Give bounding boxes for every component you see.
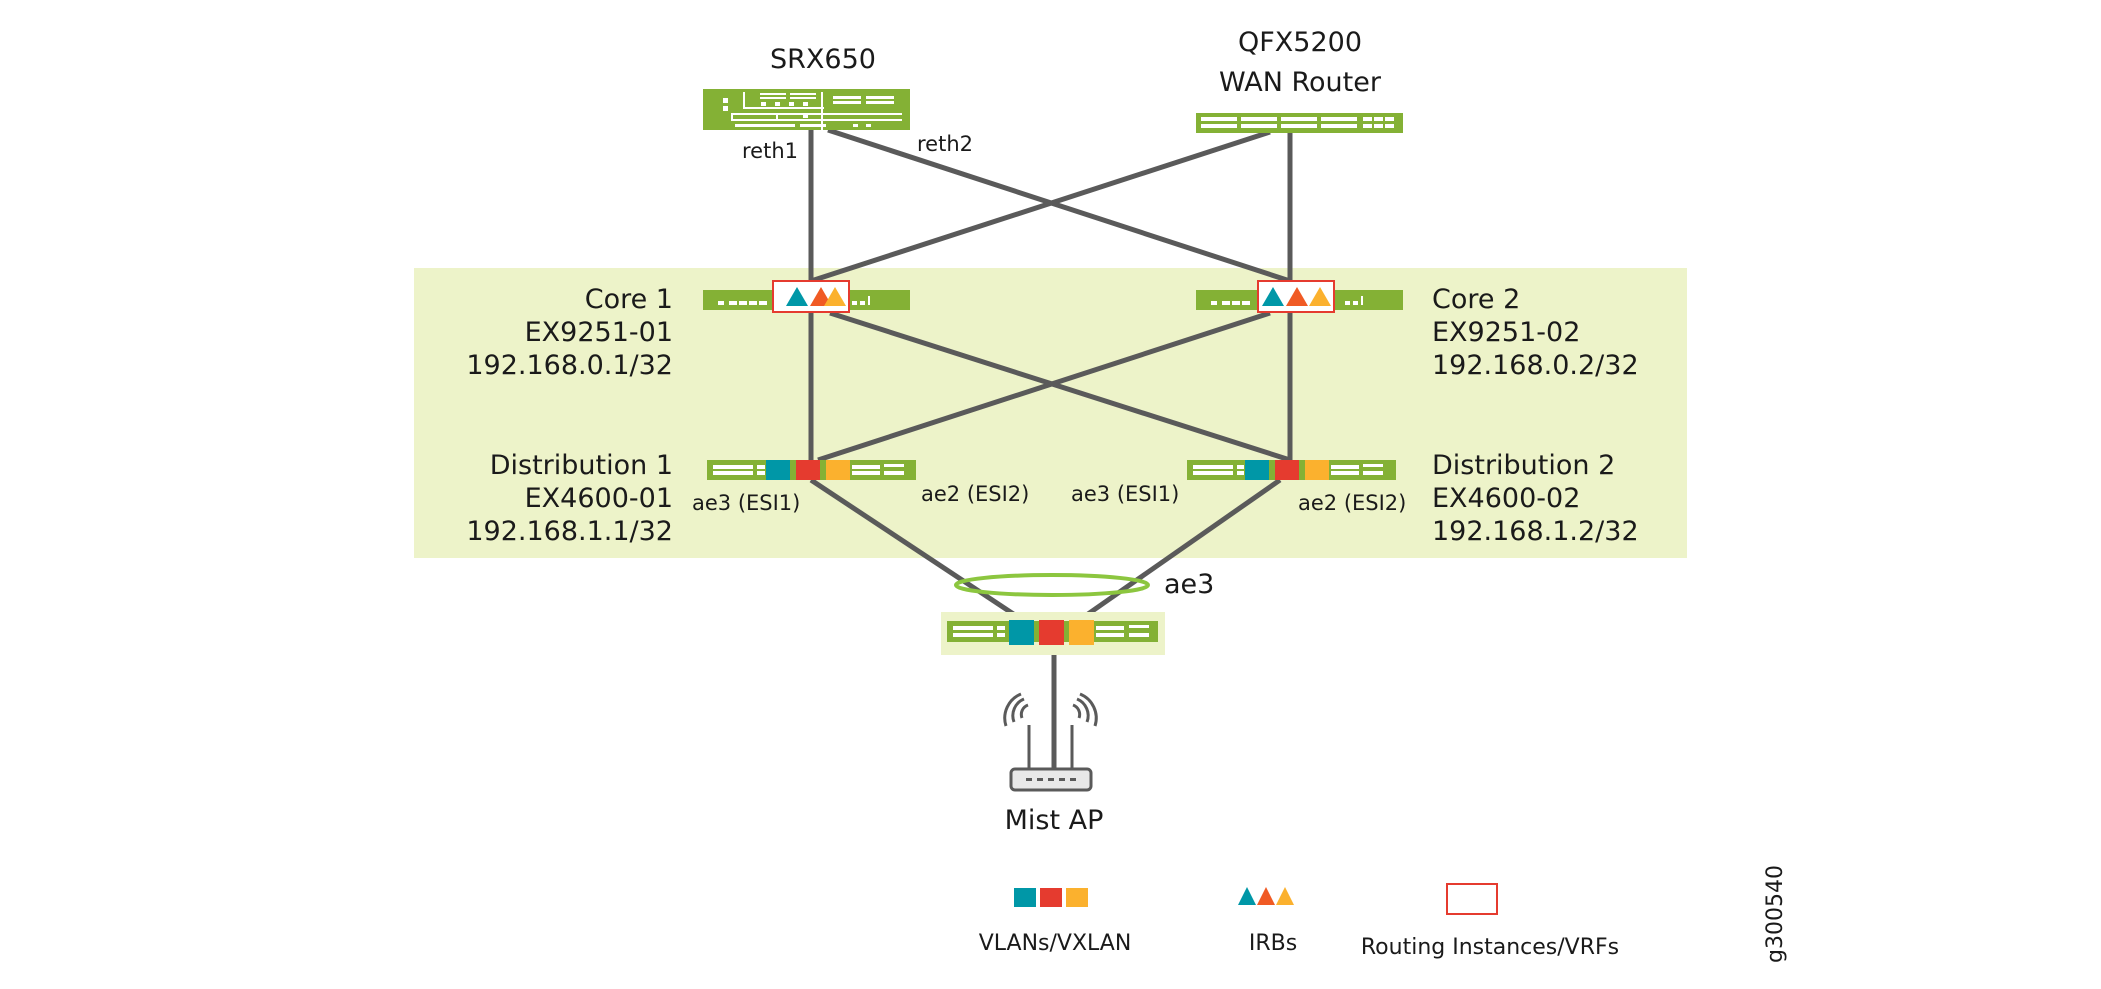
core1-loopback: 192.168.0.1/32 bbox=[466, 350, 673, 381]
legend-irbs-label: IRBs bbox=[1249, 931, 1297, 956]
vlan-yellow-icon bbox=[1069, 620, 1094, 645]
link-qfx-core1 bbox=[810, 129, 1271, 284]
irb-orange-icon bbox=[1286, 287, 1308, 306]
core1-model: EX9251-01 bbox=[525, 317, 673, 348]
figure-id: g300540 bbox=[1763, 865, 1788, 963]
core2-model: EX9251-02 bbox=[1432, 317, 1580, 348]
irb-yellow-icon bbox=[824, 287, 846, 306]
legend-irb-teal-icon bbox=[1238, 887, 1256, 905]
dist2-ae2-label: ae2 (ESI2) bbox=[1298, 491, 1406, 515]
qfx-label-role: WAN Router bbox=[1219, 67, 1382, 98]
dist2-name: Distribution 2 bbox=[1432, 450, 1615, 481]
vlan-yellow-icon bbox=[826, 460, 850, 480]
dist1-name: Distribution 1 bbox=[490, 450, 673, 481]
dist2-model: EX4600-02 bbox=[1432, 483, 1580, 514]
irb-yellow-icon bbox=[1309, 287, 1331, 306]
vlan-teal-icon bbox=[1009, 620, 1034, 645]
core1-name: Core 1 bbox=[585, 284, 673, 315]
dist2-device[interactable] bbox=[1187, 460, 1396, 480]
core2-name: Core 2 bbox=[1432, 284, 1520, 315]
irb-orange-icon bbox=[810, 287, 832, 306]
lag-ring-icon bbox=[954, 573, 1150, 597]
legend-vlan-red-icon bbox=[1040, 888, 1062, 907]
dist1-ae2-label: ae2 (ESI2) bbox=[921, 482, 1029, 506]
link-srx-core2 bbox=[827, 127, 1291, 284]
vlan-red-icon bbox=[1039, 620, 1064, 645]
srx-label: SRX650 bbox=[770, 44, 876, 75]
legend-vrf-box-icon bbox=[1446, 883, 1498, 915]
links bbox=[808, 127, 1293, 770]
core2-vrf-box bbox=[1257, 280, 1335, 313]
link-core2-dist1 bbox=[817, 310, 1271, 463]
access-switch-device[interactable] bbox=[947, 620, 1158, 645]
reth2-label: reth2 bbox=[917, 132, 973, 156]
legend-irb-orange-icon bbox=[1257, 887, 1275, 905]
link-core1-dist2 bbox=[829, 310, 1291, 463]
dist2-ae3-label: ae3 (ESI1) bbox=[1071, 482, 1179, 506]
access-lag-label: ae3 bbox=[1164, 569, 1214, 600]
link-dist1-access bbox=[809, 477, 1026, 624]
dist1-model: EX4600-01 bbox=[525, 483, 673, 514]
legend: VLANs/VXLAN IRBs Routing Instances/VRFs bbox=[979, 883, 1619, 960]
qfx5200-device[interactable] bbox=[1196, 113, 1403, 133]
legend-vlan-teal-icon bbox=[1014, 888, 1036, 907]
vlan-teal-icon bbox=[766, 460, 790, 480]
dist1-loopback: 192.168.1.1/32 bbox=[466, 516, 673, 547]
irb-teal-icon bbox=[1262, 287, 1284, 306]
mist-ap-label: Mist AP bbox=[1005, 805, 1104, 836]
core2-loopback: 192.168.0.2/32 bbox=[1432, 350, 1639, 381]
legend-vlans-label: VLANs/VXLAN bbox=[979, 931, 1132, 956]
legend-vlan-yellow-icon bbox=[1066, 888, 1088, 907]
dist1-device[interactable] bbox=[707, 460, 916, 480]
vlan-teal-icon bbox=[1245, 460, 1269, 480]
core-distribution-zone bbox=[414, 268, 1687, 558]
srx650-device[interactable] bbox=[703, 89, 910, 130]
reth1-label: reth1 bbox=[742, 139, 798, 163]
mist-ap-icon[interactable] bbox=[1003, 692, 1098, 792]
irb-teal-icon bbox=[786, 287, 808, 306]
link-dist2-access bbox=[1076, 477, 1282, 624]
vlan-red-icon bbox=[1275, 460, 1299, 480]
qfx-label-model: QFX5200 bbox=[1238, 27, 1362, 58]
core1-vrf-box bbox=[772, 280, 850, 313]
vlan-yellow-icon bbox=[1305, 460, 1329, 480]
legend-irb-yellow-icon bbox=[1276, 887, 1294, 905]
dist1-ae3-label: ae3 (ESI1) bbox=[692, 491, 800, 515]
vlan-red-icon bbox=[796, 460, 820, 480]
legend-vrfs-label: Routing Instances/VRFs bbox=[1361, 935, 1619, 960]
dist2-loopback: 192.168.1.2/32 bbox=[1432, 516, 1639, 547]
